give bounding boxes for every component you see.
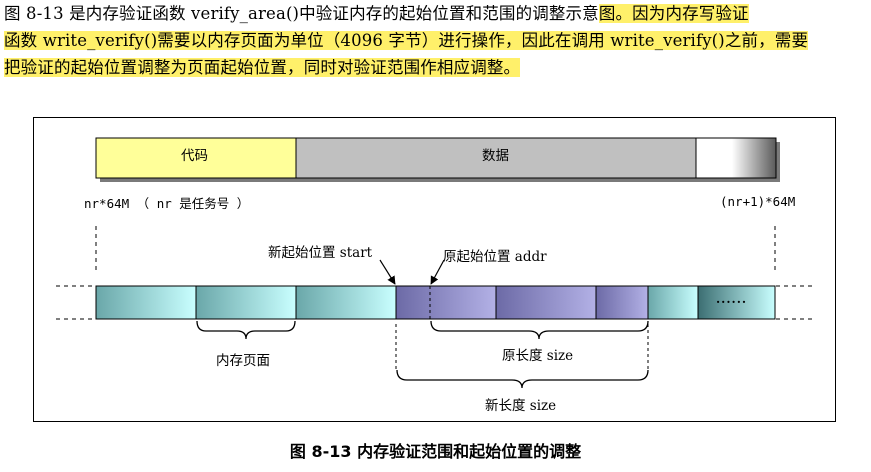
body-paragraph: 图 8-13 是内存验证函数 verify_area()中验证内存的起始位置和范…	[4, 0, 866, 81]
orig-addr-label: 原起始位置 addr	[443, 249, 547, 265]
code-segment-label: 代码	[181, 148, 208, 164]
code-segment	[95, 137, 297, 179]
figure-caption: 图 8-13 内存验证范围和起始位置的调整	[289, 442, 582, 461]
new-size-brace	[396, 369, 649, 389]
orig-size-brace	[430, 320, 649, 340]
memory-page	[697, 285, 776, 320]
new-start-arrow	[379, 259, 396, 285]
page-brace	[196, 320, 296, 340]
page-label: 内存页面	[216, 353, 270, 369]
paragraph-line-1-highlight: 图。因为内存写验证	[598, 4, 749, 23]
paragraph-line-1-plain: 图 8-13 是内存验证函数 verify_area()中验证内存的起始位置和范…	[4, 4, 599, 23]
figure-frame: 代码 数据 nr*64M （ nr 是任务号 ） (nr+1)*64M 新起始位…	[33, 117, 836, 422]
free-segment	[695, 137, 777, 179]
memory-page	[295, 285, 397, 320]
data-segment	[295, 137, 697, 179]
orig-addr-arrow	[430, 259, 445, 285]
memory-page	[95, 285, 197, 320]
ellipsis-label: ......	[716, 292, 748, 306]
data-segment-label: 数据	[482, 148, 509, 164]
memory-diagram	[56, 137, 814, 389]
right-address-label: (nr+1)*64M	[720, 194, 796, 209]
orig-size-label: 原长度 size	[502, 348, 574, 364]
memory-page	[195, 285, 297, 320]
memory-page	[647, 285, 699, 320]
paragraph-line-3: 把验证的起始位置调整为页面起始位置，同时对验证范围作相应调整。	[4, 54, 866, 81]
memory-page-verified	[395, 285, 497, 320]
paragraph-line-1: 图 8-13 是内存验证函数 verify_area()中验证内存的起始位置和范…	[4, 0, 866, 27]
memory-page-verified	[495, 285, 597, 320]
left-address-label: nr*64M （ nr 是任务号 ）	[84, 196, 250, 211]
paragraph-line-2-highlight: 函数 write_verify()需要以内存页面为单位（4096 字节）进行操作…	[4, 31, 809, 50]
paragraph-line-3-highlight: 把验证的起始位置调整为页面起始位置，同时对验证范围作相应调整。	[4, 58, 521, 77]
memory-page-verified	[595, 285, 649, 320]
paragraph-line-2: 函数 write_verify()需要以内存页面为单位（4096 字节）进行操作…	[4, 27, 866, 54]
new-size-label: 新长度 size	[485, 398, 557, 414]
new-start-label: 新起始位置 start	[268, 245, 373, 261]
